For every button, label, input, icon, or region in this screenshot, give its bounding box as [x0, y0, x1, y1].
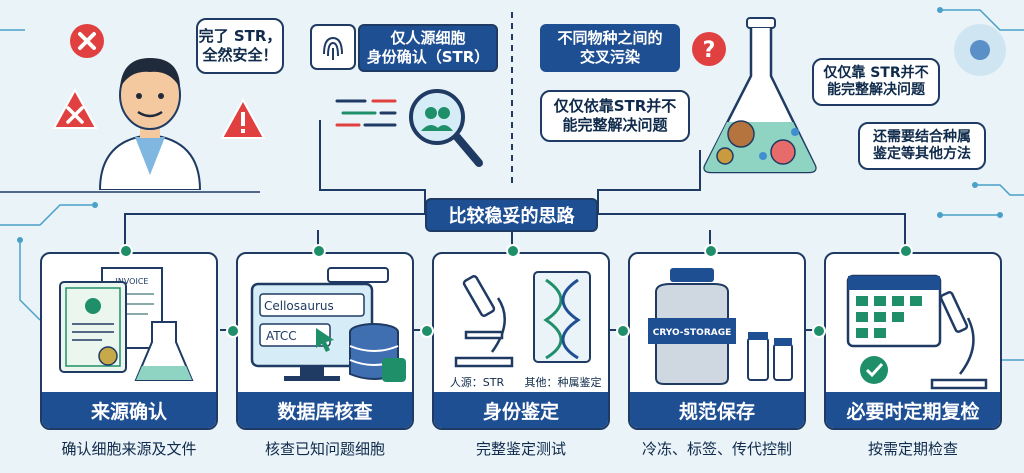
microscope-dna-icon	[454, 271, 591, 368]
card-recheck: 必要时定期复检	[824, 252, 1002, 430]
card-title: 数据库核查	[238, 392, 412, 428]
monitor-database-icon: Cellosaurus ATCC	[250, 267, 406, 382]
cell-decoration-icon	[950, 20, 1010, 84]
svg-text:?: ?	[703, 38, 716, 63]
cryo-tank-icon: CRYO-STORAGE	[648, 268, 793, 385]
svg-text:Cellosaurus: Cellosaurus	[264, 299, 334, 313]
cross-species-box: 不同物种之间的交叉污染	[540, 24, 680, 72]
svg-text:CRYO-STORAGE: CRYO-STORAGE	[653, 328, 732, 338]
species-label: 其他：种属鉴定	[524, 376, 602, 389]
card-identity: 人源：STR 其他：种属鉴定 身份鉴定	[432, 252, 610, 430]
connector-dot	[312, 244, 326, 258]
connector-dot	[616, 324, 630, 338]
note-left-bubble: 仅仅依靠STR并不能完整解决问题	[540, 90, 690, 142]
connector-dot	[899, 244, 913, 258]
card-desc: 确认细胞来源及文件	[61, 440, 197, 458]
connector-dot	[812, 324, 826, 338]
scientist-illustration	[90, 40, 210, 194]
card-database-check: Cellosaurus ATCC 数据库核查	[236, 252, 414, 430]
card-title: 来源确认	[42, 392, 216, 428]
approach-banner: 比较稳妥的思路	[425, 198, 598, 232]
str-human-box: 仅人源细胞身份确认（STR）	[358, 24, 498, 72]
connector-dot	[420, 324, 434, 338]
magnifier-people-icon	[405, 85, 485, 179]
fingerprint-icon	[310, 24, 356, 74]
card-desc: 按需定期检查	[867, 440, 958, 458]
card-title: 必要时定期复检	[826, 392, 1000, 428]
card-source-confirmation: INVOICE 来源确认	[40, 252, 218, 430]
card-title: 规范保存	[630, 392, 804, 428]
svg-text:INVOICE: INVOICE	[116, 277, 149, 286]
note-right-bottom-bubble: 还需要结合种属鉴定等其他方法	[858, 122, 986, 170]
connector-dot	[704, 244, 718, 258]
card-storage: CRYO-STORAGE 规范保存	[628, 252, 806, 430]
warning-right-icon	[220, 97, 266, 144]
card-title: 身份鉴定	[434, 392, 608, 428]
certificate-icon: INVOICE	[59, 267, 194, 381]
warning-left-icon	[52, 87, 98, 134]
error-x-icon	[68, 22, 106, 64]
str-bands-icon	[335, 95, 415, 139]
flask-contamination-icon	[695, 16, 825, 180]
note-right-top-bubble: 仅仅靠 STR并不能完整解决问题	[812, 58, 940, 106]
connector-dot	[226, 324, 240, 338]
connector-dot	[119, 244, 133, 258]
question-icon: ?	[690, 30, 728, 72]
connector-dot	[506, 244, 520, 258]
human-str-label: 人源：STR	[449, 376, 505, 389]
card-desc: 核查已知问题细胞	[264, 440, 385, 458]
calendar-microscope-icon	[846, 274, 988, 390]
card-desc: 冷冻、标签、传代控制	[641, 440, 792, 458]
card-desc: 完整鉴定测试	[475, 440, 566, 458]
speech-bubble: 完了 STR，全然安全！	[196, 18, 284, 74]
svg-text:ATCC: ATCC	[266, 329, 297, 343]
